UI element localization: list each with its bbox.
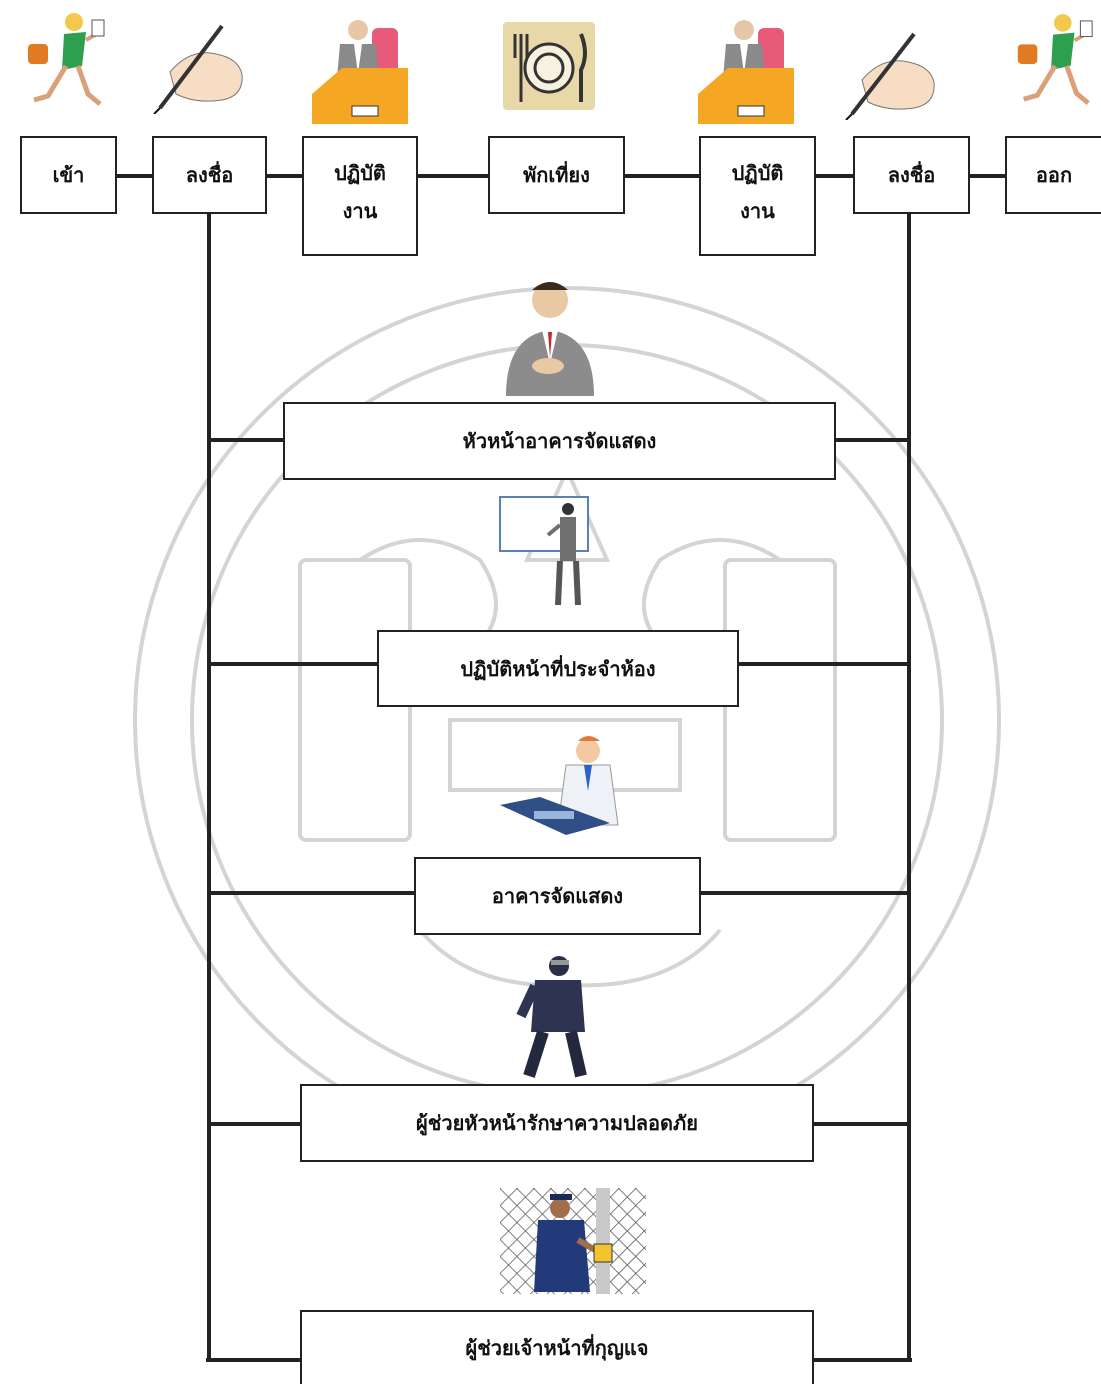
step-sign-out: ลงชื่อ [853,136,970,214]
step-work-afternoon-line2: งาน [740,192,775,230]
step-work-morning-line1: ปฏิบัติ [334,154,386,192]
role-head-of-building: หัวหน้าอาคารจัดแสดง [283,402,836,480]
role-head-label: หัวหน้าอาคารจัดแสดง [463,422,657,460]
step-sign-in: ลงชื่อ [152,136,267,214]
role-room-duty-label: ปฏิบัติหน้าที่ประจำห้อง [460,650,655,688]
security-guard-icon [515,950,597,1080]
businessman-icon [498,276,602,396]
step-lunch-label: พักเที่ยง [523,156,590,194]
step-work-morning-line2: งาน [343,192,378,230]
police-gate-lock-icon [500,1188,646,1294]
step-work-afternoon: ปฏิบัติ งาน [699,136,816,256]
role-exhibition-building-label: อาคารจัดแสดง [492,877,623,915]
role-key-assistant-label: ผู้ช่วยเจ้าหน้าที่กุญแจ [465,1329,648,1367]
man-at-desk-icon [312,14,408,124]
man-at-desk-icon [698,14,794,124]
step-lunch: พักเที่ยง [488,136,625,214]
step-sign-in-label: ลงชื่อ [186,156,234,194]
role-security-assistant-label: ผู้ช่วยหัวหน้ารักษาความปลอดภัย [416,1104,698,1142]
step-work-afternoon-line1: ปฏิบัติ [732,154,784,192]
step-enter-label: เข้า [53,156,85,194]
running-woman-icon [1008,6,1098,118]
hand-writing-icon [150,22,250,114]
step-exit: ออก [1005,136,1101,214]
running-woman-icon [18,6,110,118]
role-security-assistant: ผู้ช่วยหัวหน้ารักษาความปลอดภัย [300,1084,814,1162]
step-sign-out-label: ลงชื่อ [888,156,936,194]
step-enter: เข้า [20,136,117,214]
presenter-icon [498,495,592,607]
role-key-assistant: ผู้ช่วยเจ้าหน้าที่กุญแจ [300,1310,814,1384]
role-room-duty: ปฏิบัติหน้าที่ประจำห้อง [377,630,739,707]
step-exit-label: ออก [1036,156,1072,194]
plate-fork-knife-icon [501,18,597,114]
hand-writing-icon [842,30,942,120]
role-exhibition-building: อาคารจัดแสดง [414,857,701,935]
step-work-morning: ปฏิบัติ งาน [302,136,418,256]
man-at-computer-icon [498,733,624,843]
